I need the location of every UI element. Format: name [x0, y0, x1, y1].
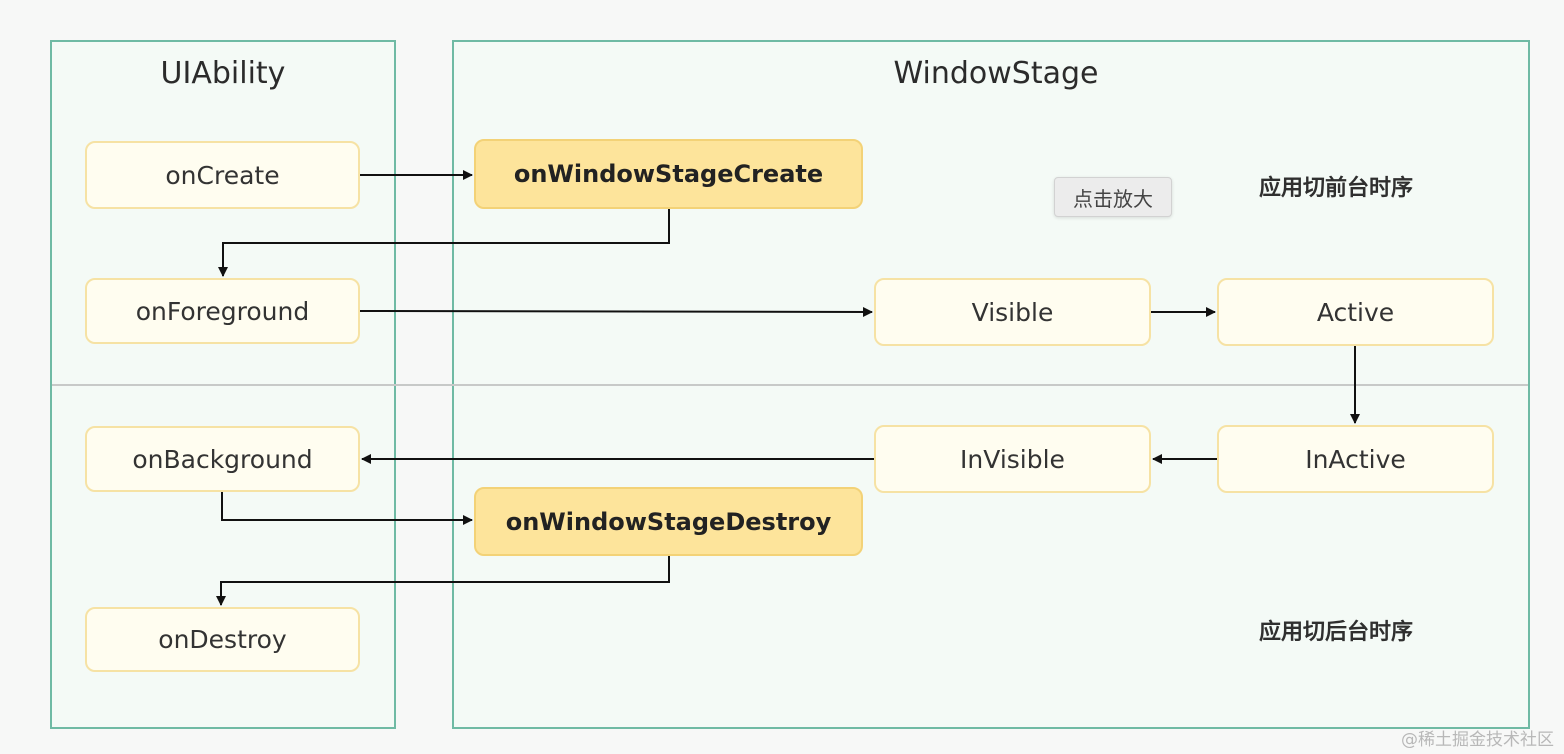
watermark: @稀土掘金技术社区	[1401, 730, 1554, 750]
node-onbackground: onBackground	[85, 426, 360, 492]
node-ondestroy: onDestroy	[85, 607, 360, 672]
zoom-tooltip[interactable]: 点击放大	[1054, 177, 1172, 217]
node-visible: Visible	[874, 278, 1151, 346]
phase-divider	[52, 384, 1528, 386]
uiability-title: UIAbility	[160, 56, 286, 91]
note-foreground-sequence: 应用切前台时序	[1259, 176, 1414, 201]
node-oncreate: onCreate	[85, 141, 360, 209]
node-invisible: InVisible	[874, 425, 1151, 493]
node-active: Active	[1217, 278, 1494, 346]
node-onwindowstagedestroy: onWindowStageDestroy	[474, 487, 863, 556]
node-onforeground: onForeground	[85, 278, 360, 344]
node-inactive: InActive	[1217, 425, 1494, 493]
node-onwindowstagecreate: onWindowStageCreate	[474, 139, 863, 209]
windowstage-title: WindowStage	[893, 56, 1099, 91]
note-background-sequence: 应用切后台时序	[1259, 620, 1414, 645]
